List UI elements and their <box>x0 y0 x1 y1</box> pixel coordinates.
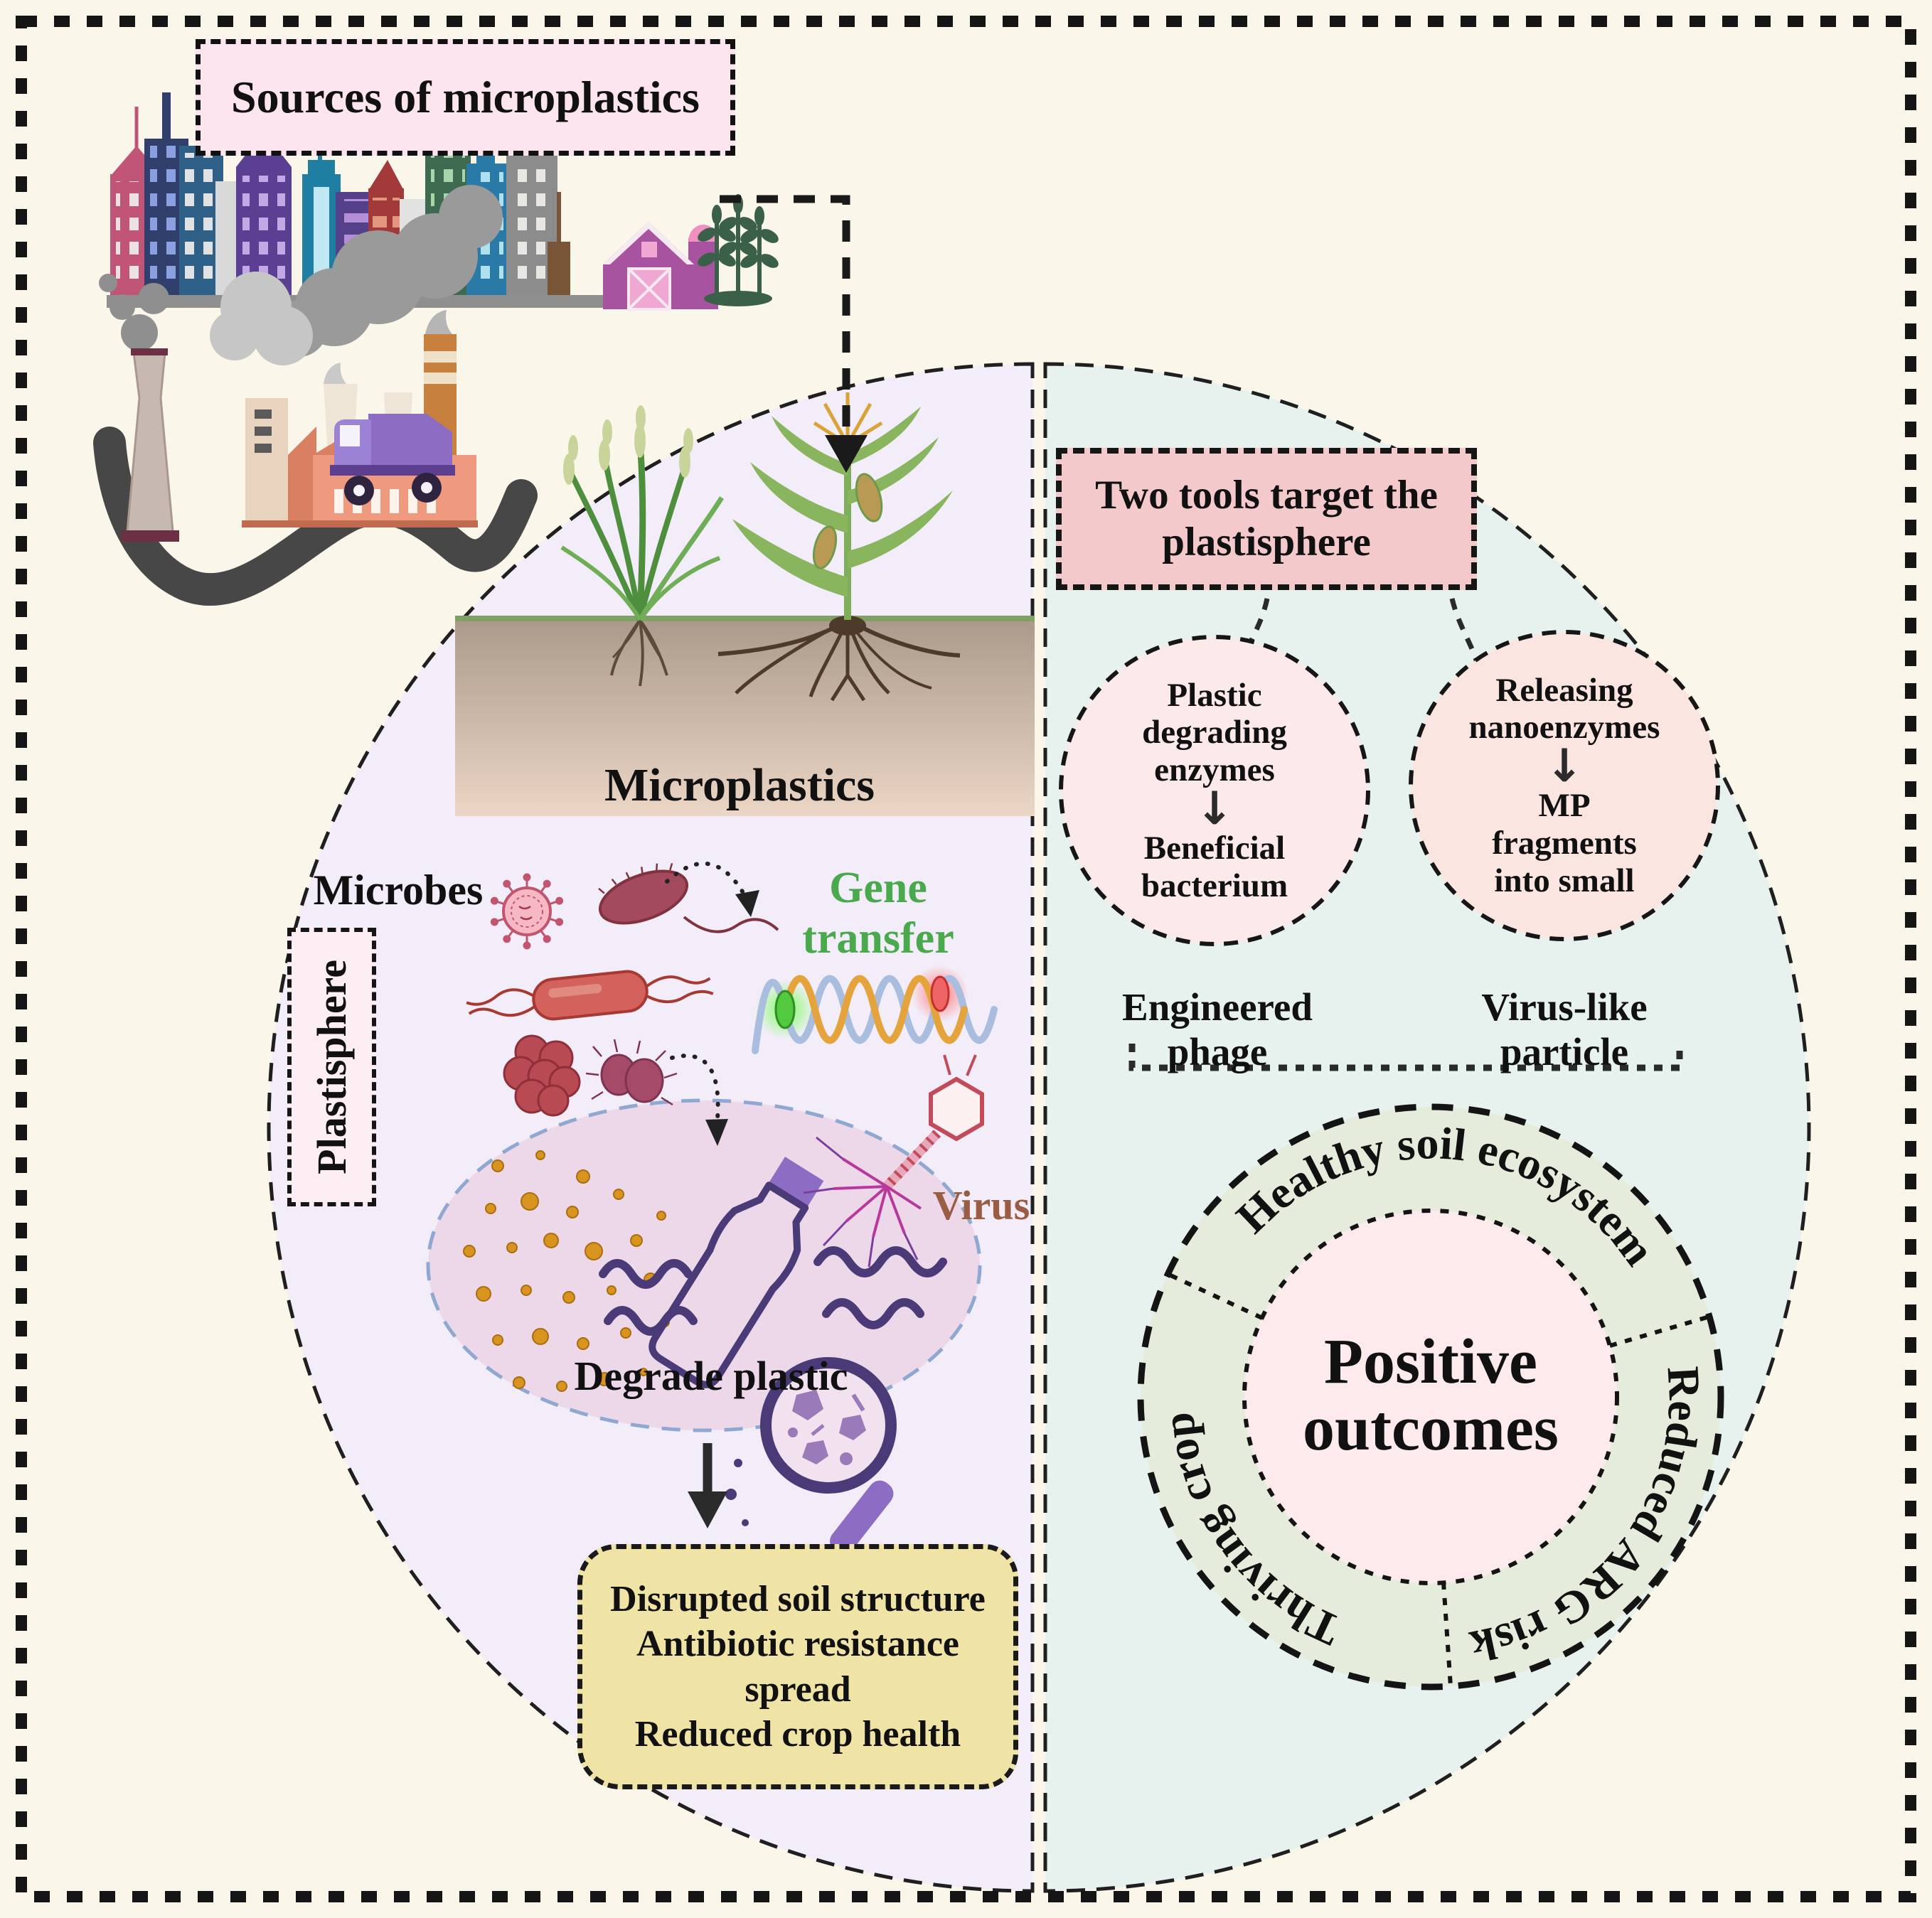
impact-item: Antibiotic resistance spread <box>636 1624 959 1710</box>
tools-header-box: Two tools target the plastisphere <box>1056 448 1477 590</box>
gene-transfer-arrow <box>665 861 759 917</box>
corn-plant-illustration <box>732 392 953 620</box>
engineered-phage-steps: Plastic degrading enzymes ↓ Beneficial b… <box>1061 655 1368 926</box>
impact-item: Reduced crop health <box>634 1713 961 1754</box>
virus-like-particle-caption: Virus-like particle <box>1481 985 1648 1073</box>
virus-like-particle-steps: Releasing nanoenzymes ↓ MP fragments int… <box>1411 650 1718 921</box>
degrade-to-impacts-arrow <box>688 1443 727 1528</box>
tool-step: Plastic degrading enzymes <box>1142 676 1287 788</box>
plastic-bottle-icon <box>599 1157 947 1388</box>
grass-plant-illustration <box>560 405 724 621</box>
corn-ears <box>812 473 883 569</box>
smoke-clouds <box>210 185 503 365</box>
degrade-plastic-label: Degrade plastic <box>574 1352 848 1399</box>
magnifier-icon <box>725 1357 897 1555</box>
microbes-label: Microbes <box>313 866 484 914</box>
tools-header: Two tools target the plastisphere <box>1095 473 1438 564</box>
sources-title: Sources of microplastics <box>231 72 700 122</box>
engineered-phage-caption: Engineered phage <box>1122 985 1313 1073</box>
cooling-tower <box>99 274 179 542</box>
engineered-phage-circle <box>1059 635 1370 946</box>
paired-cocci-icon <box>585 1039 678 1106</box>
gene-transfer-label: Gene transfer <box>802 864 954 963</box>
sources-title-box: Sources of microplastics <box>196 39 735 156</box>
virus-label: Virus <box>932 1182 1030 1228</box>
cocci-cluster-icon <box>503 1034 581 1117</box>
grass-roots-illustration <box>610 618 668 687</box>
tool-step: Releasing nanoenzymes <box>1468 671 1660 746</box>
soil-microplastics-label: Microplastics <box>604 759 875 811</box>
virus-ball-icon <box>489 873 565 950</box>
tool-step: Beneficial bacterium <box>1141 830 1288 904</box>
ring-dividers <box>1166 1272 1710 1687</box>
grass-seed-heads <box>563 405 693 485</box>
crops-icon <box>698 194 779 306</box>
dna-helix-icon <box>752 965 998 1054</box>
garbage-truck-icon <box>330 414 455 505</box>
bean-bacterium-icon <box>598 863 779 933</box>
water-wave-lines <box>599 1246 947 1336</box>
virus-like-particle-circle <box>1409 630 1720 941</box>
page-border <box>16 16 1916 1902</box>
down-arrow-icon: ↓ <box>1545 739 1584 793</box>
plastisphere-label: Plastisphere <box>309 960 355 1174</box>
sources-to-soil-arrow <box>720 195 868 473</box>
impact-item: Disrupted soil structure <box>610 1578 986 1619</box>
positive-outcomes-wheel: Healthy soil ecosystem Reduced ARG risk … <box>1137 1103 1724 1691</box>
tools-bracket <box>1128 1044 1683 1071</box>
microplastic-droplets <box>463 1150 670 1392</box>
negative-impacts-box: Disrupted soil structure Antibiotic resi… <box>577 1544 1018 1789</box>
down-arrow-icon: ↓ <box>1195 782 1234 835</box>
plastic-fragments <box>788 1390 866 1465</box>
plastisphere-label-box: Plastisphere <box>287 928 376 1206</box>
bacteriophage-icon <box>803 1054 984 1268</box>
tool-step: MP fragments into small <box>1492 787 1637 899</box>
positive-outcomes-label: Positive outcomes <box>1303 1326 1559 1464</box>
rod-bacterium-icon <box>466 970 714 1021</box>
microbe-to-blob-arrow <box>670 1054 728 1146</box>
corn-roots-illustration <box>717 616 961 702</box>
